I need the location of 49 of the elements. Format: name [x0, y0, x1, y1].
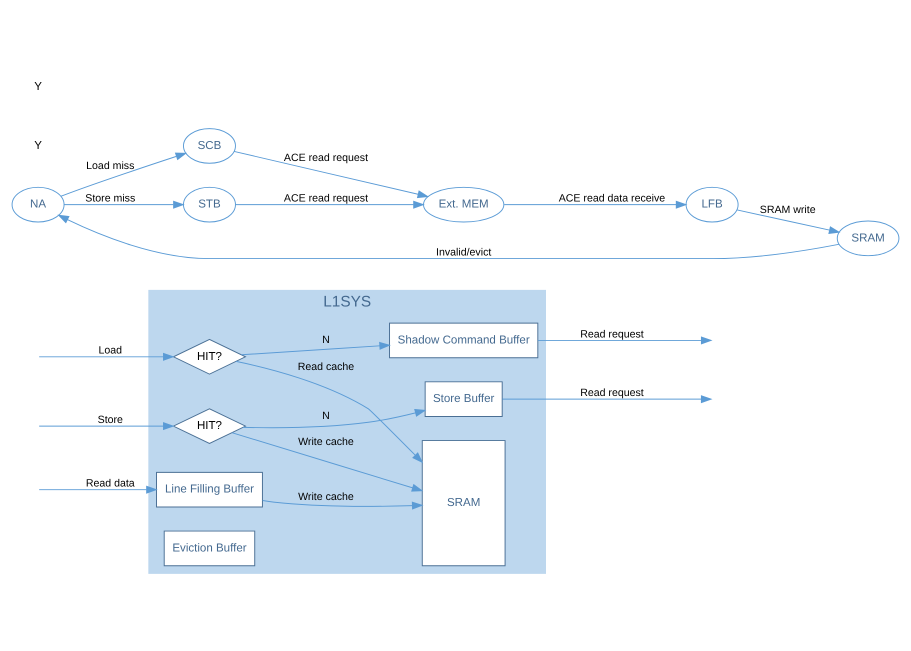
arrow	[242, 409, 426, 428]
edge-label: Write cache	[298, 491, 354, 504]
arrow	[38, 352, 175, 361]
label: Y	[34, 81, 42, 94]
node-ellipse: LFB	[686, 186, 739, 222]
arrow	[502, 395, 712, 404]
edge-label: Invalid/evict	[436, 246, 492, 258]
node-ellipse: STB	[183, 186, 236, 222]
edge-label: Read request	[580, 387, 644, 400]
arrow	[262, 500, 424, 510]
edge-label: ACE read request	[284, 152, 368, 164]
node-ellipse: NA	[12, 186, 65, 222]
node-box: Store Buffer	[424, 381, 503, 417]
edge-label: Load miss	[86, 160, 134, 172]
edge-label: ACE read request	[284, 192, 368, 205]
edge-label: N	[322, 410, 330, 422]
edge-label: ACE read data receive	[558, 192, 666, 205]
node-box: Shadow Command Buffer	[389, 322, 538, 358]
arrow	[231, 432, 424, 492]
node-ellipse: SCB	[183, 128, 236, 164]
edge-label: Read request	[580, 328, 644, 340]
edge-label: Store	[98, 414, 123, 426]
node-diamond: HIT?	[172, 338, 247, 375]
label: Y	[34, 140, 42, 152]
node-box: Line Filling Buffer	[156, 472, 263, 508]
arrow	[64, 200, 185, 209]
node-ellipse: Ext. MEM	[423, 186, 504, 222]
node-diamond: HIT?	[172, 408, 247, 444]
arrow	[38, 422, 175, 430]
edge-label: Read cache	[298, 361, 354, 374]
edge-label: Read data	[86, 478, 135, 490]
arrow	[234, 150, 430, 198]
arrow	[57, 214, 840, 260]
arrow	[236, 360, 424, 464]
arrow	[537, 336, 713, 344]
arrow	[235, 200, 425, 209]
edge-label: Load	[98, 344, 122, 357]
node-box: Eviction Buffer	[164, 530, 256, 566]
edge-label: Write cache	[298, 436, 354, 448]
arrow	[504, 200, 688, 209]
node-box: SRAM	[422, 440, 506, 566]
node-ellipse: SRAM	[836, 220, 900, 256]
edge-label: N	[322, 334, 330, 346]
arrow	[240, 342, 391, 356]
arrow	[38, 486, 158, 494]
arrow	[60, 152, 188, 197]
edge-label: Store miss	[85, 192, 136, 205]
edge-label: SRAM write	[760, 204, 816, 216]
arrow	[736, 209, 840, 234]
